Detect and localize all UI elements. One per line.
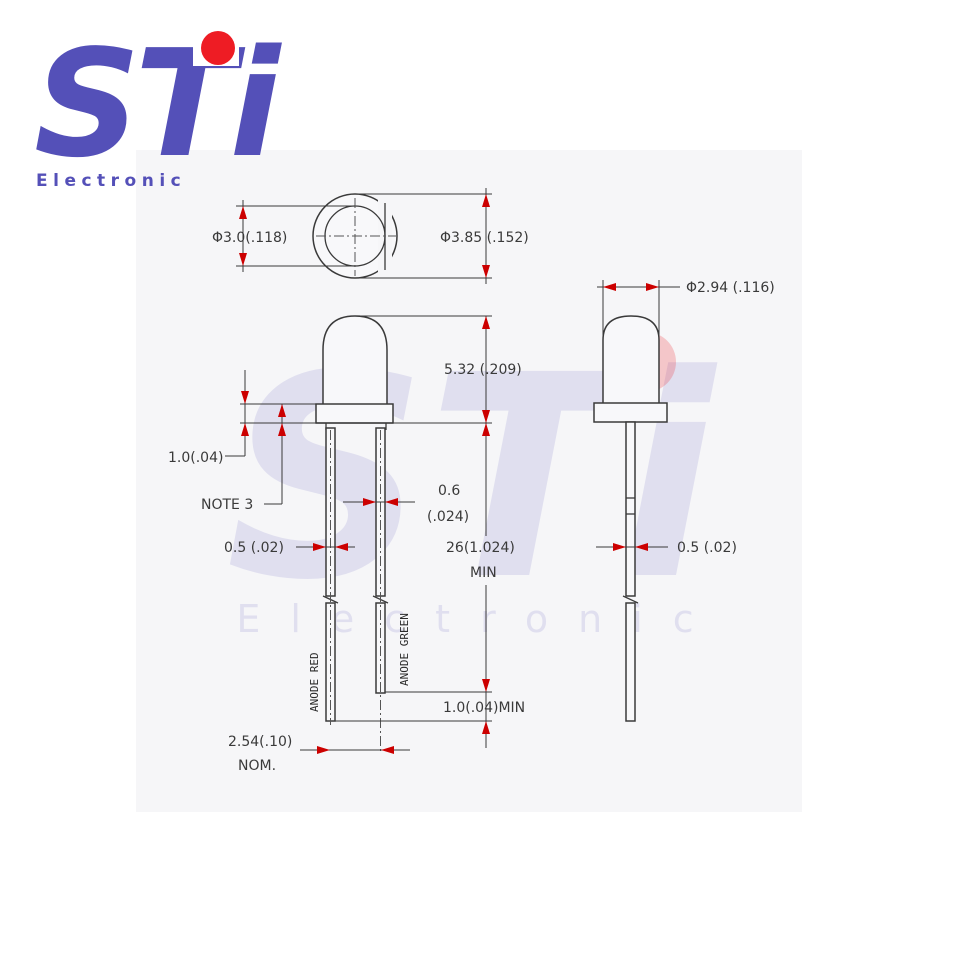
flange-diameter-label: Φ3.85 (.152) <box>440 230 529 246</box>
end-view-lead-upper <box>625 421 636 597</box>
lead-width-label: 0.5 (.02) <box>224 540 284 556</box>
arrow-icon <box>613 543 626 551</box>
arrow-icon <box>646 283 659 291</box>
lens-diameter-label: Φ3.0(.118) <box>212 230 287 246</box>
arrow-icon <box>313 543 326 551</box>
arrow-icon <box>482 423 490 436</box>
pitch-label-2: NOM. <box>238 758 276 774</box>
side-view-flange <box>315 403 394 424</box>
end-view-flange <box>593 402 668 423</box>
end-view-lens <box>602 315 660 403</box>
lead-gap-label-2: (.024) <box>427 509 469 525</box>
flange-thickness-label: 1.0(.04) <box>168 450 223 466</box>
drawing-panel <box>136 150 802 812</box>
top-view: Φ3.0(.118) Φ3.85 (.152) <box>212 188 529 284</box>
end-view-diameter-label: Φ2.94 (.116) <box>686 280 775 296</box>
lead-offset-label: 1.0(.04)MIN <box>443 700 525 716</box>
arrow-icon <box>385 498 398 506</box>
logo-tagline: Electronic <box>36 171 186 191</box>
arrow-icon <box>482 721 490 734</box>
arrow-icon <box>482 410 490 423</box>
body-height-label: 5.32 (.209) <box>444 362 522 378</box>
arrow-icon <box>317 746 330 754</box>
end-view-lead-lower <box>625 602 636 722</box>
lead-label-anode-red: ANODE RED <box>308 652 321 712</box>
brand-logo: STi Electronic <box>34 18 289 191</box>
arrow-icon <box>603 283 616 291</box>
arrow-icon <box>239 253 247 266</box>
arrow-icon <box>482 265 490 278</box>
pitch-label-1: 2.54(.10) <box>228 734 292 750</box>
arrow-icon <box>241 391 249 404</box>
side-view-lens <box>322 315 388 404</box>
arrow-icon <box>482 194 490 207</box>
end-view: Φ2.94 (.116) 0.5 (.02) <box>593 280 775 722</box>
arrow-icon <box>363 498 376 506</box>
arrow-icon <box>239 206 247 219</box>
end-view-lead-width-label: 0.5 (.02) <box>677 540 737 556</box>
arrow-icon <box>278 404 286 417</box>
lead-gap-label-1: 0.6 <box>438 483 460 499</box>
arrow-icon <box>482 679 490 692</box>
note-3-label: NOTE 3 <box>201 497 253 513</box>
lead-length-label-2: MIN <box>470 565 497 581</box>
arrow-icon <box>241 423 249 436</box>
watermark-tagline: Electronic <box>236 597 723 641</box>
lead-length-label-1: 26(1.024) <box>446 540 515 556</box>
arrow-icon <box>381 746 394 754</box>
logo-red-dot <box>201 31 235 65</box>
logo-mark: STi <box>34 18 283 190</box>
arrow-icon <box>635 543 648 551</box>
side-view: ANODE RED ANODE GREEN 5.32 (.209) 1.0(.0… <box>168 315 525 774</box>
lead-label-anode-green: ANODE GREEN <box>398 613 411 686</box>
arrow-icon <box>335 543 348 551</box>
arrow-icon <box>278 423 286 436</box>
arrow-icon <box>482 316 490 329</box>
